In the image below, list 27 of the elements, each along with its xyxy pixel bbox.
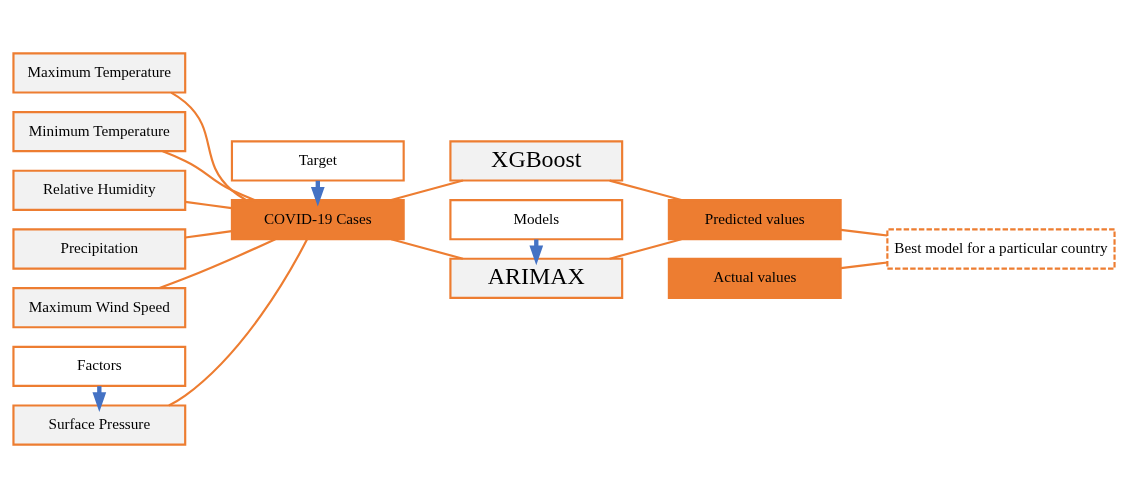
node-box: Minimum Temperature — [12, 110, 187, 152]
connector — [159, 237, 276, 289]
connector — [840, 260, 888, 269]
node-box: Best model for a particular country — [886, 227, 1116, 270]
node-box: Maximum Temperature — [12, 51, 187, 94]
connector — [390, 179, 464, 201]
connector — [840, 228, 888, 237]
connector — [390, 237, 464, 260]
node-box: Target — [230, 139, 405, 182]
node-box: Surface Pressure — [12, 403, 187, 446]
node-box: Actual values — [667, 257, 842, 299]
node-box: COVID-19 Cases — [230, 198, 405, 240]
node-box: Predicted values — [667, 198, 842, 240]
connector — [185, 200, 232, 209]
node-box: XGBoost — [449, 139, 624, 182]
connector — [609, 237, 682, 260]
node-box: Relative Humidity — [12, 169, 187, 211]
connector — [162, 149, 255, 201]
connector — [168, 238, 309, 406]
node-box: Precipitation — [12, 227, 187, 270]
node-box: Factors — [12, 345, 187, 387]
node-box: Models — [449, 198, 624, 240]
node-box: ARIMAX — [449, 257, 624, 299]
node-box: Maximum Wind Speed — [12, 286, 187, 328]
connector — [170, 91, 247, 201]
connector — [185, 229, 232, 239]
connector — [609, 179, 682, 201]
